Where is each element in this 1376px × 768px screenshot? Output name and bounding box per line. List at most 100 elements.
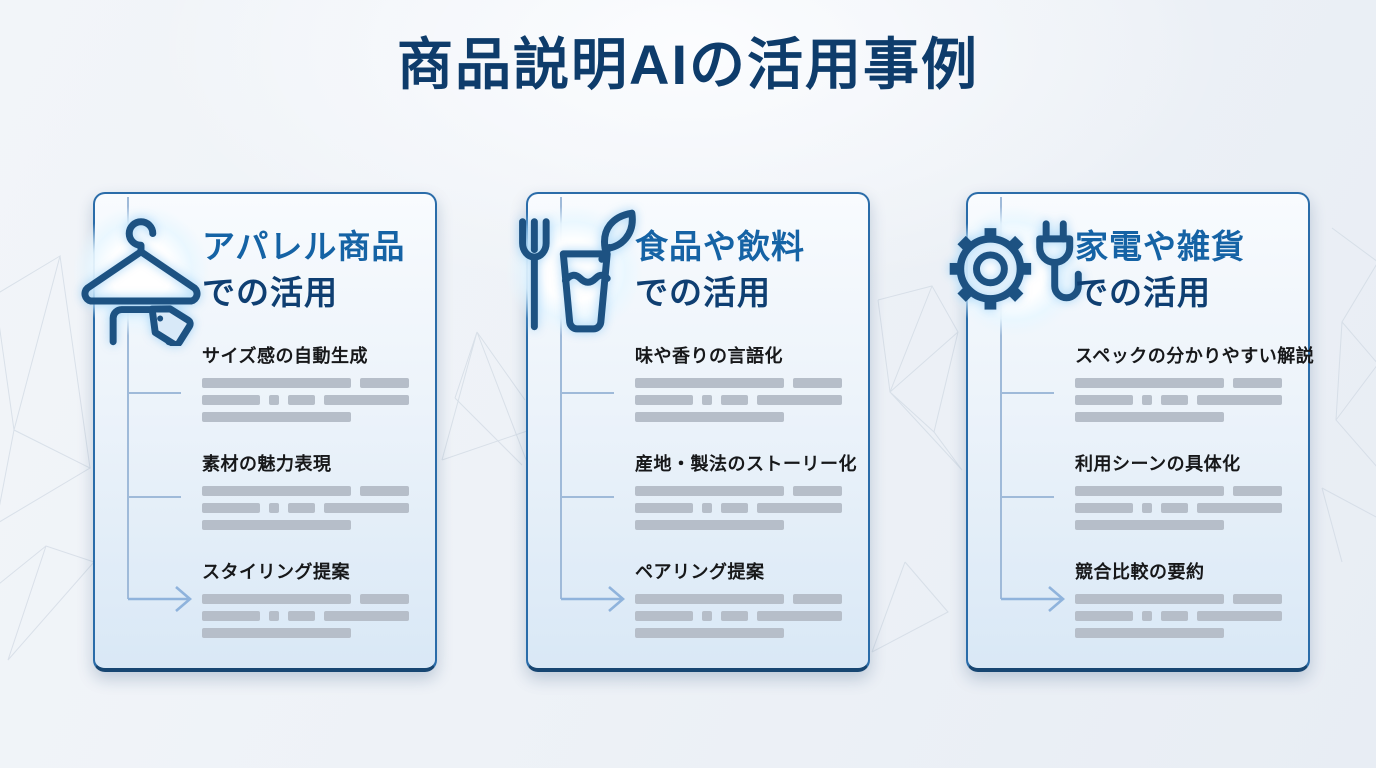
skeleton-bar	[1075, 486, 1225, 496]
arrow-head-icon	[1048, 586, 1065, 612]
skeleton-row	[635, 503, 842, 513]
skeleton-text	[202, 378, 409, 422]
use-case-item: スペックの分かりやすい解説	[1075, 342, 1315, 429]
skeleton-bar	[1141, 395, 1153, 405]
skeleton-row	[1075, 520, 1282, 530]
skeleton-bar	[701, 395, 713, 405]
use-case-item: 競合比較の要約	[1075, 558, 1282, 645]
skeleton-bar	[701, 611, 713, 621]
arrow-head-icon	[608, 586, 625, 612]
skeleton-row	[202, 486, 409, 496]
skeleton-row	[635, 520, 842, 530]
skeleton-row	[202, 611, 409, 621]
skeleton-bar	[793, 594, 842, 604]
skeleton-text	[1075, 594, 1282, 638]
skeleton-bar	[757, 395, 842, 405]
skeleton-row	[635, 412, 842, 422]
skeleton-text	[635, 378, 842, 422]
skeleton-bar	[721, 503, 749, 513]
card-title: 食品や飲料 での活用	[635, 224, 805, 316]
item-title: サイズ感の自動生成	[202, 346, 368, 366]
skeleton-bar	[1233, 486, 1282, 496]
use-case-item: ペアリング提案	[635, 558, 842, 645]
skeleton-bar	[202, 412, 352, 422]
skeleton-row	[202, 395, 409, 405]
arrow-head-icon	[175, 586, 192, 612]
card-title-line2: での活用	[202, 274, 338, 311]
item-title: ペアリング提案	[635, 562, 765, 582]
skeleton-bar	[1075, 611, 1133, 621]
skeleton-bar	[793, 378, 842, 388]
fork-glass-leaf-icon	[482, 182, 666, 360]
skeleton-row	[1075, 503, 1282, 513]
skeleton-bar	[1197, 395, 1282, 405]
skeleton-row	[1075, 486, 1282, 496]
skeleton-bar	[1075, 395, 1133, 405]
card-title-line2: での活用	[1075, 274, 1211, 311]
skeleton-bar	[268, 503, 280, 513]
skeleton-bar	[202, 520, 352, 530]
skeleton-bar	[202, 486, 352, 496]
skeleton-bar	[202, 503, 260, 513]
skeleton-row	[1075, 594, 1282, 604]
skeleton-bar	[757, 503, 842, 513]
skeleton-bar	[635, 628, 785, 638]
skeleton-bar	[793, 486, 842, 496]
skeleton-text	[202, 594, 409, 638]
skeleton-bar	[701, 503, 713, 513]
skeleton-row	[635, 395, 842, 405]
skeleton-bar	[202, 628, 352, 638]
card-appliances-goods: 家電や雑貨 での活用 スペックの分かりやすい解説 利用シーンの具体化 競合比較の…	[922, 182, 1315, 672]
page-title: 商品説明AIの活用事例	[397, 33, 979, 96]
skeleton-row	[635, 378, 842, 388]
card-title: 家電や雑貨 での活用	[1075, 224, 1245, 316]
skeleton-bar	[635, 594, 785, 604]
item-title: 素材の魅力表現	[202, 454, 332, 474]
skeleton-bar	[202, 395, 260, 405]
card-title-line1: 家電や雑貨	[1075, 228, 1245, 265]
gear-plug-icon	[922, 182, 1106, 360]
skeleton-bar	[635, 503, 693, 513]
item-title: スペックの分かりやすい解説	[1075, 346, 1315, 366]
skeleton-bar	[1161, 503, 1189, 513]
skeleton-bar	[635, 378, 785, 388]
skeleton-row	[1075, 611, 1282, 621]
skeleton-row	[635, 628, 842, 638]
skeleton-bar	[1233, 594, 1282, 604]
card-title-line1: アパレル商品	[202, 228, 406, 265]
use-case-item: 産地・製法のストーリー化	[635, 450, 857, 537]
card-apparel: アパレル商品 での活用 サイズ感の自動生成 素材の魅力表現 スタイリング提案	[49, 182, 437, 672]
skeleton-bar	[360, 486, 409, 496]
skeleton-bar	[288, 611, 316, 621]
skeleton-bar	[635, 486, 785, 496]
skeleton-row	[1075, 395, 1282, 405]
skeleton-row	[202, 628, 409, 638]
item-title: スタイリング提案	[202, 562, 350, 582]
skeleton-row	[635, 611, 842, 621]
skeleton-bar	[1075, 520, 1225, 530]
skeleton-text	[1075, 486, 1282, 530]
skeleton-bar	[268, 611, 280, 621]
skeleton-text	[1075, 378, 1282, 422]
skeleton-bar	[1141, 503, 1153, 513]
item-title: 産地・製法のストーリー化	[635, 454, 857, 474]
skeleton-bar	[1075, 503, 1133, 513]
use-case-item: 利用シーンの具体化	[1075, 450, 1282, 537]
skeleton-row	[635, 594, 842, 604]
skeleton-bar	[1233, 378, 1282, 388]
skeleton-text	[202, 486, 409, 530]
skeleton-bar	[1161, 611, 1189, 621]
skeleton-row	[202, 412, 409, 422]
skeleton-row	[202, 378, 409, 388]
skeleton-bar	[721, 611, 749, 621]
skeleton-bar	[202, 594, 352, 604]
skeleton-row	[202, 520, 409, 530]
skeleton-row	[1075, 378, 1282, 388]
skeleton-row	[202, 594, 409, 604]
skeleton-bar	[1161, 395, 1189, 405]
skeleton-bar	[324, 503, 409, 513]
skeleton-bar	[1075, 412, 1225, 422]
skeleton-text	[635, 594, 842, 638]
